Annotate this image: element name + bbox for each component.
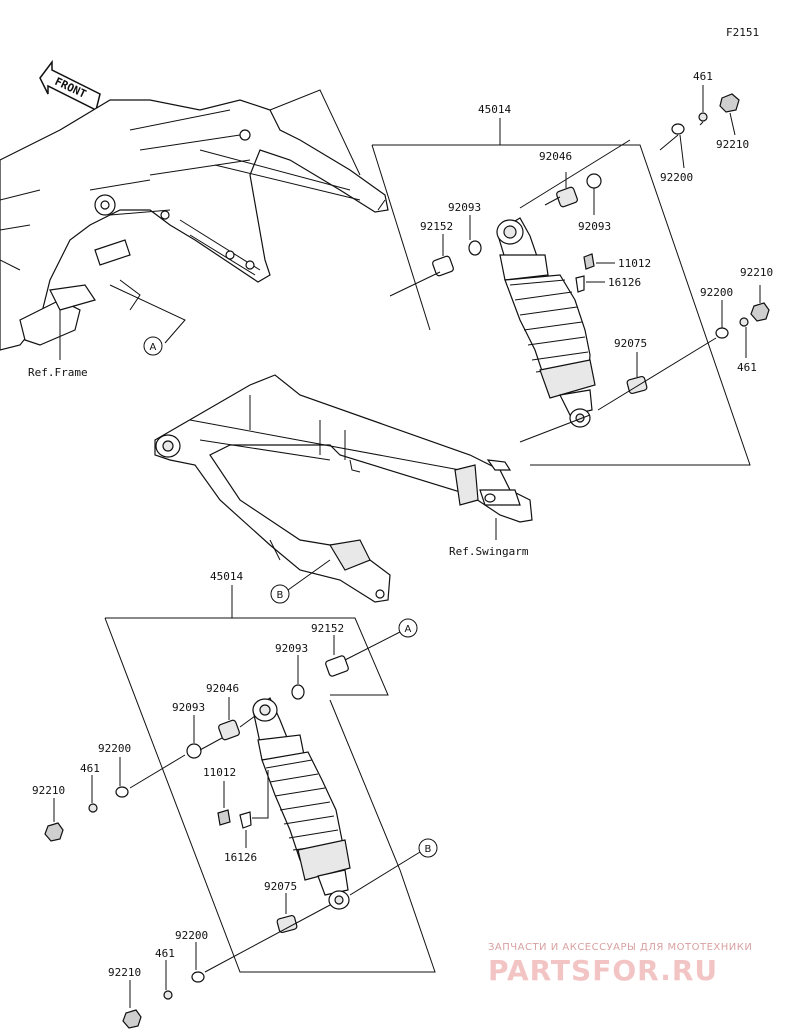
figure-code: F2151 [726,26,759,39]
upper-461-top [698,112,708,122]
lower-11012-cap [217,809,231,826]
upper-92152-collar [432,255,454,277]
label-lower-92046: 92046 [206,682,239,695]
label-upper-92200-mid: 92200 [700,286,733,299]
lower-92075-collar [276,914,298,934]
label-upper-92200-top: 92200 [660,171,693,184]
label-lower-92152: 92152 [311,622,344,635]
label-upper-92046: 92046 [539,150,572,163]
callout-b-bubble-swingarm [270,584,290,604]
lower-461-bottom [163,990,173,1000]
upper-axis-line-top [519,139,631,209]
callout-b-bubble-lower [418,838,438,858]
upper-shock-absorber [496,217,596,428]
label-lower-92075: 92075 [264,880,297,893]
front-arrow-icon: FRONT [39,59,101,112]
lower-axis-line-bottom [204,904,331,973]
lower-shock-absorber [252,697,351,910]
callout-a-bubble-lower [398,618,418,638]
lower-assembly-no: 45014 [210,570,243,583]
ref-frame-label: Ref.Frame [28,366,88,379]
leader-92210-top [729,112,736,136]
callout-a-text-frame: A [150,342,157,353]
upper-92075-collar [626,375,648,395]
lower-group-top-outline [105,617,389,696]
callout-a-leader-frame [109,284,186,344]
lower-92200-washer-bottom [191,971,205,983]
label-lower-92200-bottom: 92200 [175,929,208,942]
label-lower-92200-left: 92200 [98,742,131,755]
label-upper-461-mid: 461 [737,361,757,374]
callout-a-bubble-frame [143,336,163,356]
callout-a-text-lower: A [405,624,412,635]
lower-group-outline [104,617,436,973]
lower-92046-bearing [218,719,240,741]
label-upper-92152: 92152 [420,220,453,233]
callout-b-leader-swingarm [287,559,331,591]
lower-92152-collar [325,655,349,677]
lower-valve-bracket [252,770,269,819]
lower-axis-line-top [129,715,256,789]
callout-b-text-lower: B [425,844,432,855]
upper-92046-bearing [556,186,578,208]
label-upper-92093-right: 92093 [578,220,611,233]
upper-92093-seal-right [586,173,602,189]
label-lower-92210-bottom: 92210 [108,966,141,979]
label-lower-461-left: 461 [80,762,100,775]
ref-swingarm-label: Ref.Swingarm [449,545,529,558]
upper-92210-nut-mid [750,302,770,322]
upper-group-outline [372,144,751,466]
upper-92200-washer-mid [715,327,729,339]
upper-11012-cap [583,253,595,270]
lower-16126-valve [239,811,252,829]
label-lower-92093-top: 92093 [275,642,308,655]
label-lower-92093-left: 92093 [172,701,205,714]
callout-a-leader-lower [344,631,401,661]
upper-461-mid [739,317,749,327]
frame-illustration [0,99,389,351]
upper-axis-line-left [389,271,441,297]
upper-92093-seal-left [468,240,482,256]
label-upper-92075: 92075 [614,337,647,350]
label-upper-11012: 11012 [618,257,651,270]
label-lower-461-bottom: 461 [155,947,175,960]
upper-group-left-edge [371,144,431,331]
label-lower-92210-left: 92210 [32,784,65,797]
upper-16126-valve [575,275,585,293]
upper-axis-line-bolt [659,121,704,151]
swingarm-illustration [154,374,533,603]
callout-b-leader-lower [349,851,421,896]
upper-92200-washer-top [671,123,685,135]
label-upper-92093-left: 92093 [448,201,481,214]
label-lower-16126: 16126 [224,851,257,864]
watermark-brand: PARTSFOR.RU [488,954,718,987]
frame-bracket-line [269,89,361,176]
lower-461-left [88,803,98,813]
upper-axis-line-bottom [519,337,717,443]
label-upper-461-top: 461 [693,70,713,83]
lower-92210-nut-bottom [122,1009,142,1029]
label-upper-92210-top: 92210 [716,138,749,151]
watermark-tagline: ЗАПЧАСТИ И АКСЕССУАРЫ ДЛЯ МОТОТЕХНИКИ [488,942,752,953]
label-upper-92210-mid: 92210 [740,266,773,279]
label-lower-11012: 11012 [203,766,236,779]
upper-assembly-no: 45014 [478,103,511,116]
label-upper-16126: 16126 [608,276,641,289]
lower-92200-washer-left [115,786,129,798]
leader-92200-top [679,134,685,169]
callout-b-text-swingarm: B [277,590,284,601]
lower-92093-seal-top [291,684,305,700]
lower-92093-seal-left [186,743,202,759]
lower-92210-nut-left [44,822,64,842]
upper-92210-nut-top [719,93,740,113]
